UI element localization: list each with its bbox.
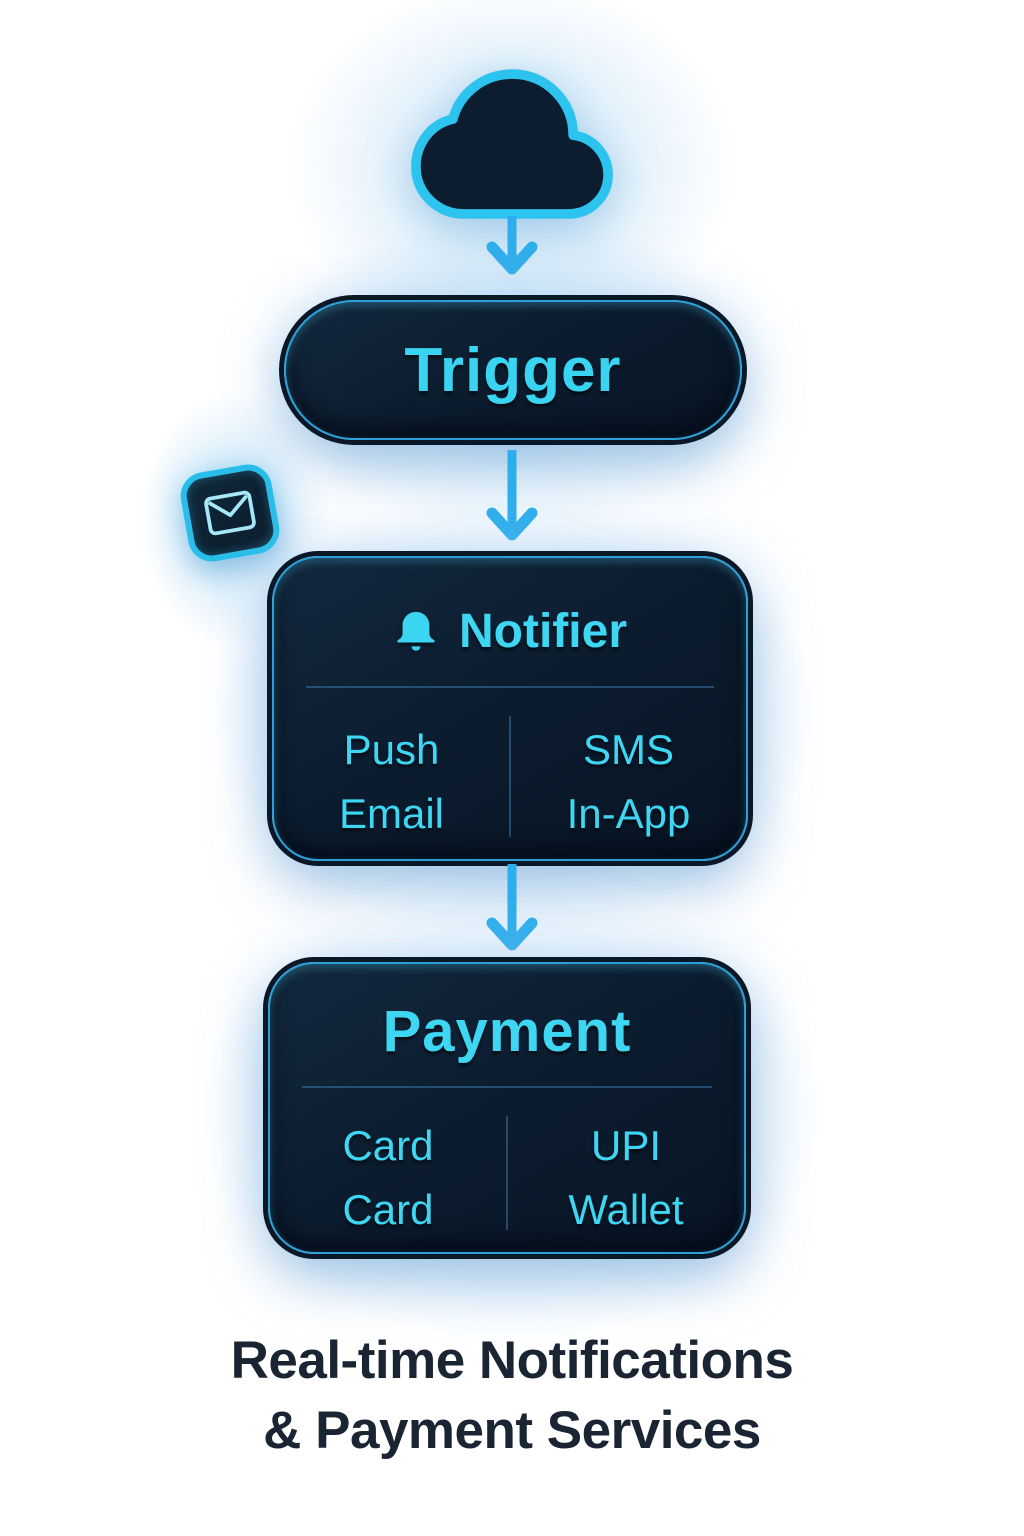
mail-badge xyxy=(176,460,284,566)
notifier-title: Notifier xyxy=(459,604,627,658)
notifier-node: Notifier Push Email SMS In-App xyxy=(272,556,748,861)
payment-header: Payment xyxy=(270,998,744,1064)
arrow-down-icon xyxy=(486,450,538,541)
payment-node: Payment Card Card UPI Wallet xyxy=(268,962,746,1254)
notifier-item: SMS xyxy=(582,725,674,773)
trigger-label: Trigger xyxy=(404,335,622,405)
payment-columns: Card Card UPI Wallet xyxy=(270,1104,744,1252)
payment-item: Card xyxy=(342,1186,434,1233)
notifier-item: Push xyxy=(343,725,440,773)
notifier-item: In-App xyxy=(566,789,691,837)
vertical-divider xyxy=(506,1116,508,1230)
cloud-icon xyxy=(411,69,613,219)
bell-icon xyxy=(397,611,435,651)
notifier-columns: Push Email SMS In-App xyxy=(274,704,746,859)
payment-title: Payment xyxy=(382,998,632,1064)
payment-column-right: UPI Wallet xyxy=(508,1104,744,1252)
horizontal-divider xyxy=(306,686,714,688)
payment-item: UPI xyxy=(590,1122,661,1169)
payment-item: Wallet xyxy=(568,1186,684,1233)
notifier-column-right: SMS In-App xyxy=(511,704,746,859)
arrow-down-icon xyxy=(486,216,538,275)
caption-line-1: Real-time Notifications xyxy=(230,1331,794,1390)
caption-line-2: & Payment Services xyxy=(263,1400,761,1460)
trigger-node: Trigger xyxy=(284,300,742,440)
arrow-down-icon xyxy=(486,864,538,951)
payment-column-left: Card Card xyxy=(270,1104,506,1252)
notifier-column-left: Push Email xyxy=(274,704,509,859)
notifier-header: Notifier xyxy=(274,598,746,664)
notifier-item: Email xyxy=(338,789,445,837)
horizontal-divider xyxy=(302,1086,712,1088)
caption: Real-time Notifications & Payment Servic… xyxy=(0,1326,1024,1466)
vertical-divider xyxy=(509,716,511,837)
payment-item: Card xyxy=(342,1122,434,1169)
mail-icon xyxy=(204,490,256,536)
